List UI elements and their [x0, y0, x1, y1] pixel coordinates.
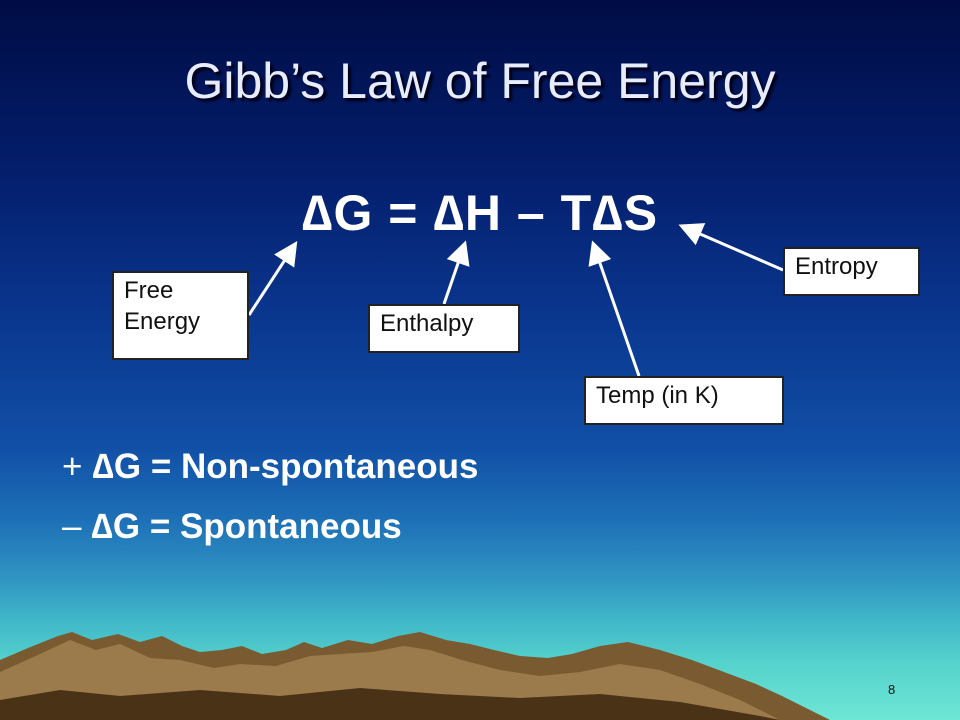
- temp-label: Temp (in K): [584, 376, 784, 425]
- enthalpy-label: Enthalpy: [368, 304, 520, 353]
- rule-sign-plus: +: [62, 447, 83, 486]
- entropy-label: Entropy: [783, 247, 920, 296]
- arrow-enthalpy: [442, 240, 470, 305]
- slide-title: Gibb’s Law of Free Energy: [184, 53, 776, 109]
- arrow-free-energy: [247, 240, 298, 316]
- rule-sign-minus: –: [62, 507, 82, 546]
- rule-spontaneous: –∆G = Spontaneous: [62, 507, 402, 547]
- rule-text-spontaneous: ∆G = Spontaneous: [91, 507, 402, 546]
- rule-non-spontaneous: +∆G = Non-spontaneous: [62, 447, 478, 487]
- gibbs-equation: ∆G = ∆H – T∆S: [301, 185, 659, 241]
- free-energy-label: Free Energy: [112, 271, 249, 360]
- free-energy-label-line2: Energy: [124, 308, 201, 335]
- arrow-entropy: [678, 223, 784, 272]
- free-energy-label-line1: Free: [124, 277, 174, 304]
- arrow-temp: [588, 240, 641, 377]
- rule-text-non-spontaneous: ∆G = Non-spontaneous: [92, 447, 479, 486]
- page-number: 8: [888, 682, 896, 697]
- mountain-shadow: [0, 688, 780, 720]
